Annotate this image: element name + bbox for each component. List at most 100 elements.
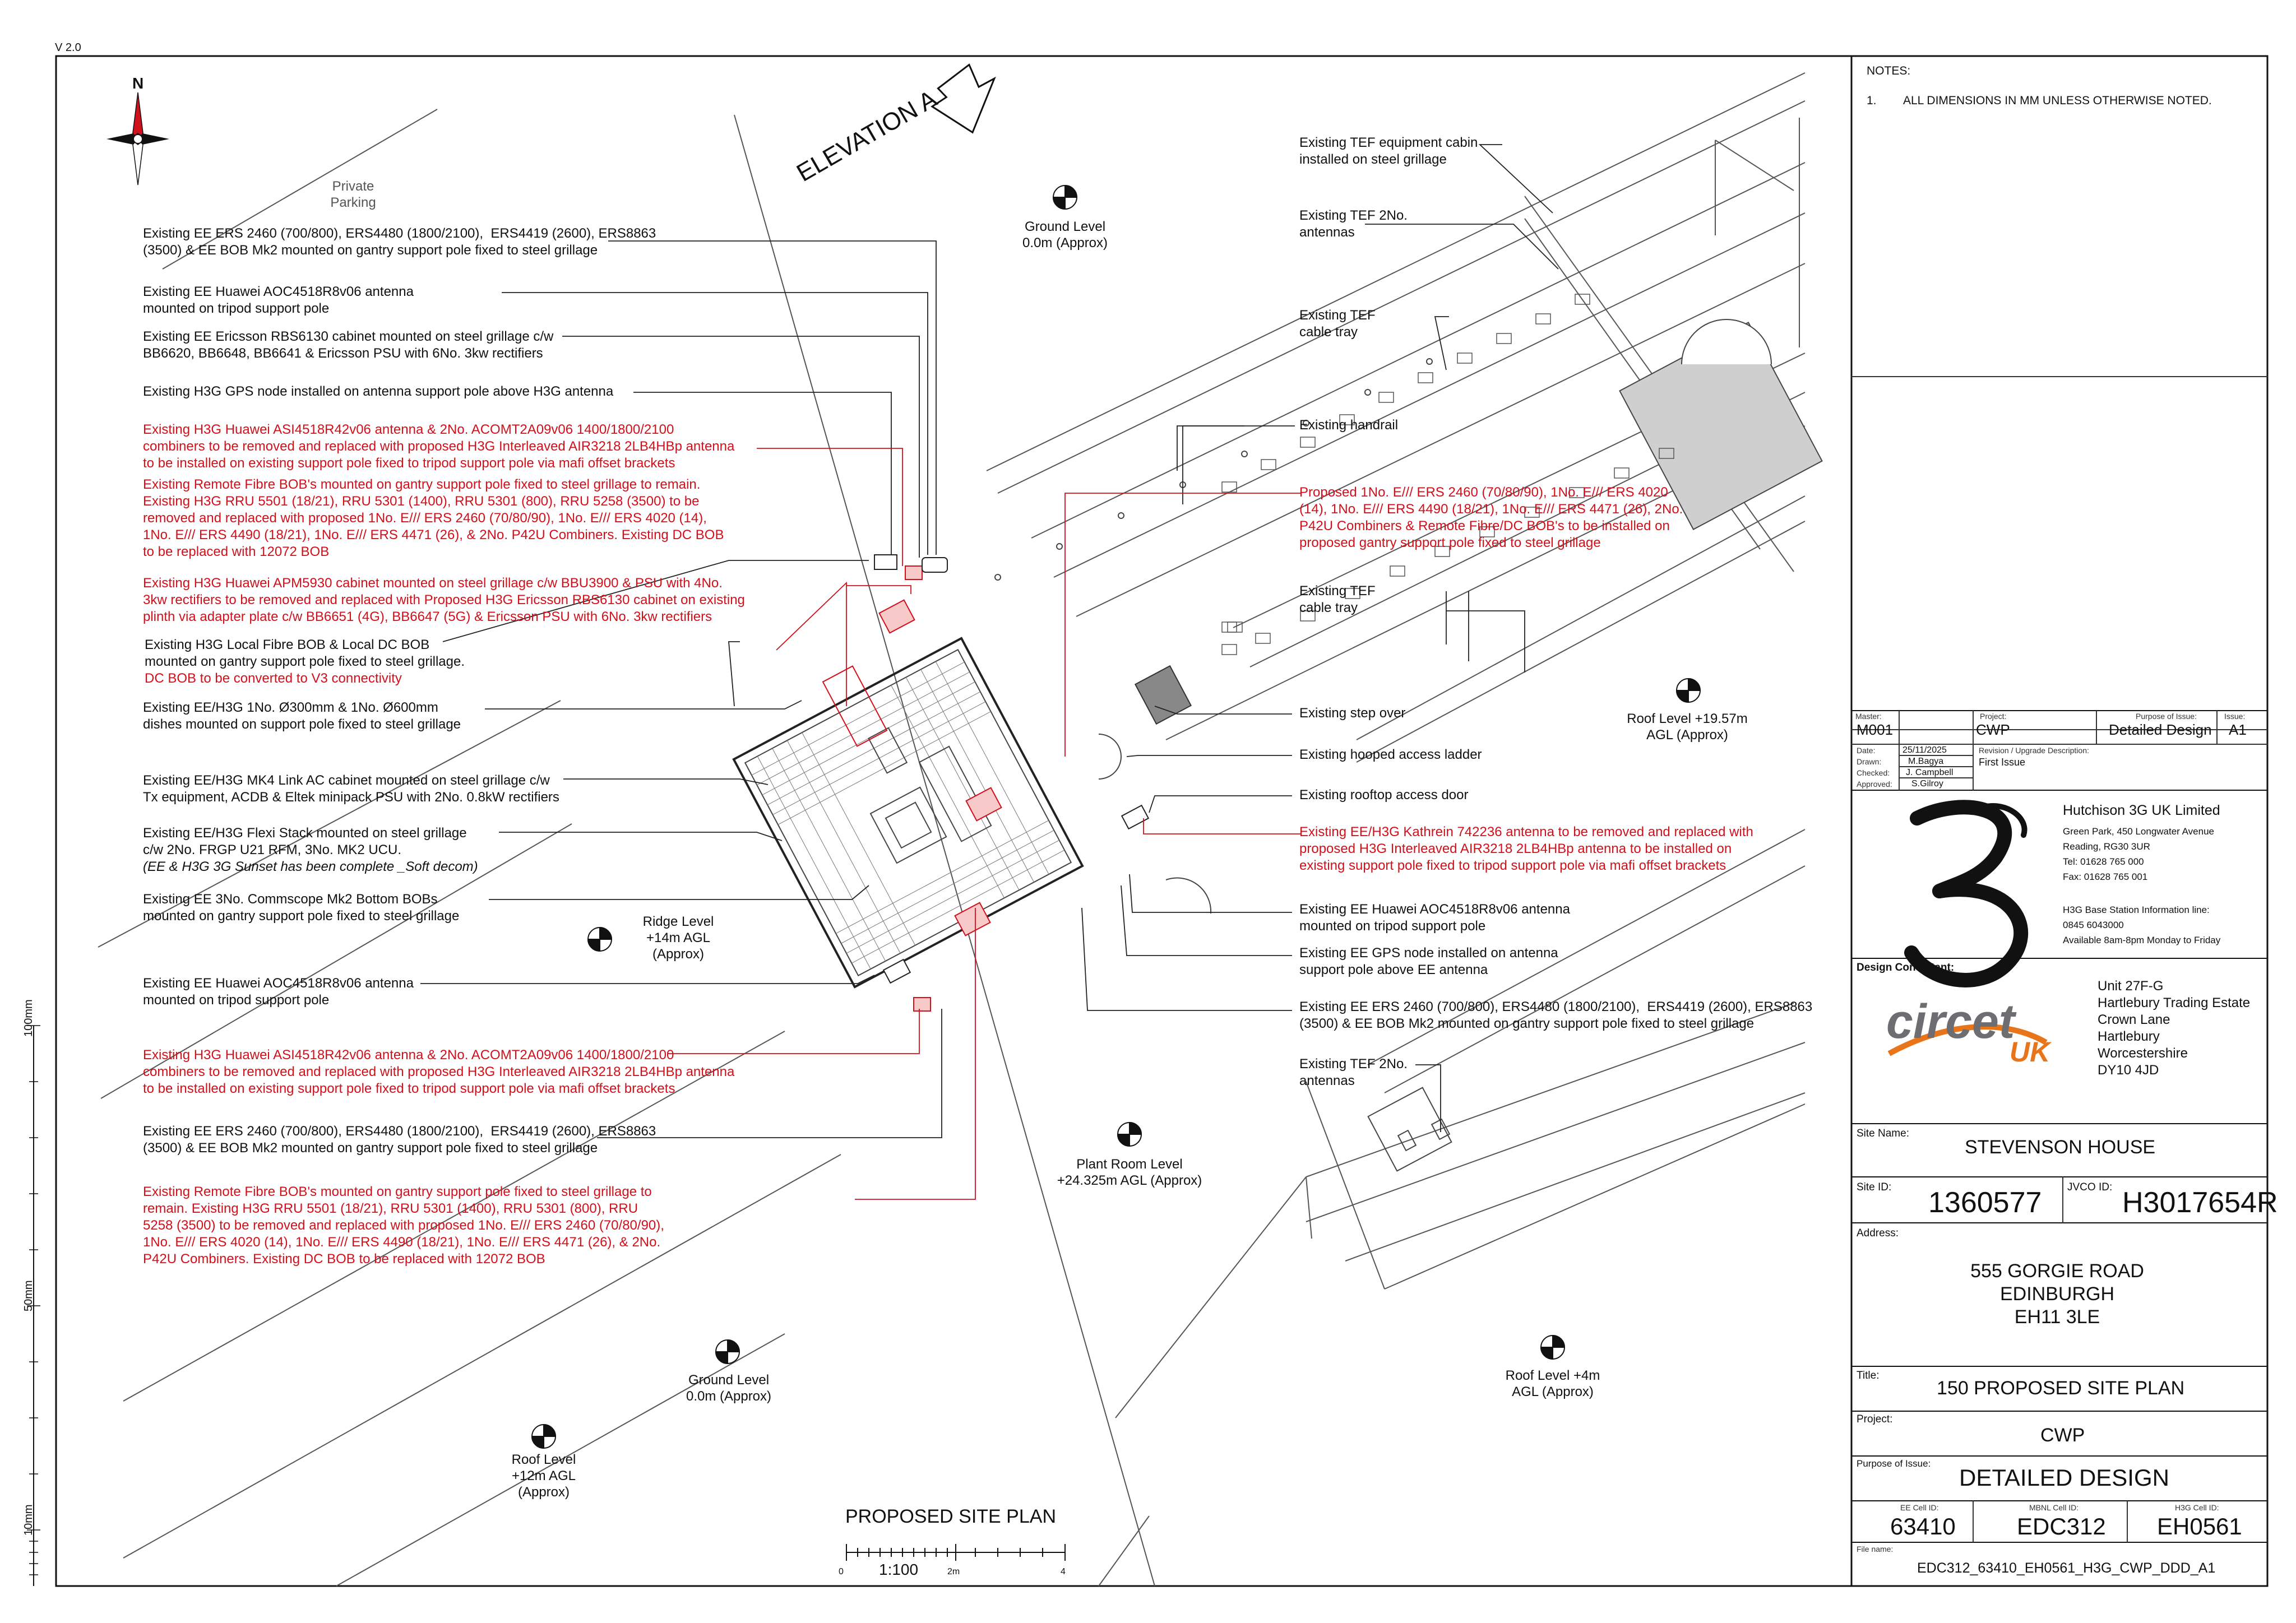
side-scale-100: 100mm — [22, 999, 35, 1037]
tb-date-label: Date: — [1857, 746, 1876, 755]
tb-consultant-label: Design Consultant: — [1857, 962, 1955, 973]
label-3g-sunset: (EE & H3G 3G Sunset has been complete _S… — [143, 859, 478, 874]
three-logo-icon — [1904, 800, 2029, 987]
elevation-arrow-icon — [931, 63, 996, 134]
label-ee-gps: Existing EE GPS node installed on antenn… — [1299, 945, 1558, 977]
tb-file-name: EDC312_63410_EH0561_H3G_CWP_DDD_A1 — [1917, 1560, 2216, 1576]
tb-drawn-label: Drawn: — [1857, 757, 1882, 766]
tb-jvco: H3017654R — [2122, 1186, 2278, 1219]
tb-h3g-label: H3G Cell ID: — [2175, 1503, 2219, 1512]
tb-ee-cell: 63410 — [1890, 1513, 1956, 1539]
north-label: N — [132, 75, 144, 92]
tb-project2-label: Project: — [1857, 1413, 1893, 1425]
label-ee-ers-top: Existing EE ERS 2460 (700/800), ERS4480 … — [143, 226, 656, 258]
label-ee-huawei-bottom: Existing EE Huawei AOC4518R8v06 antenna … — [143, 976, 414, 1008]
level-roof-4: Roof Level +4m AGL (Approx) — [1505, 1368, 1600, 1399]
label-remote-fibre-bob-bottom: Existing Remote Fibre BOB's mounted on g… — [143, 1184, 664, 1267]
label-ee-ericsson-cabinet: Existing EE Ericsson RBS6130 cabinet mou… — [143, 329, 554, 361]
tb-company: Hutchison 3G UK Limited — [2063, 803, 2220, 818]
tb-approved: S.Gilroy — [1911, 779, 1943, 789]
tb-title-label: Title: — [1857, 1370, 1880, 1381]
note-item: ALL DIMENSIONS IN MM UNLESS OTHERWISE NO… — [1903, 94, 2212, 107]
level-ridge: Ridge Level +14m AGL (Approx) — [642, 914, 714, 962]
tb-approved-label: Approved: — [1857, 780, 1892, 789]
tb-purpose2: DETAILED DESIGN — [1959, 1464, 2169, 1491]
plant-room-building — [732, 637, 1084, 989]
label-tef-antennas-top: Existing TEF 2No. antennas — [1299, 208, 1408, 240]
side-scale-10: 10mm — [22, 1504, 35, 1536]
scale-ratio: 1:100 — [879, 1561, 919, 1578]
level-roof-1957: Roof Level +19.57m AGL (Approx) — [1627, 711, 1748, 743]
plan-title: PROPOSED SITE PLAN — [845, 1506, 1056, 1527]
side-scale-50: 50mm — [22, 1280, 35, 1311]
circet-swoosh-icon — [1887, 1024, 2048, 1056]
label-flexi-stack: Existing EE/H3G Flexi Stack mounted on s… — [143, 826, 467, 857]
private-parking-label: Private Parking — [330, 179, 376, 210]
tb-date: 25/11/2025 — [1902, 745, 1947, 755]
level-marker-icons — [531, 184, 1701, 1449]
label-tef-cabin: Existing TEF equipment cabin installed o… — [1299, 135, 1478, 167]
tb-company-address: Green Park, 450 Longwater Avenue Reading… — [2063, 826, 2214, 882]
tb-master-label: Master: — [1855, 712, 1882, 721]
label-hooped-ladder: Existing hooped access ladder — [1299, 747, 1482, 762]
scale-tick-2: 2m — [947, 1567, 960, 1576]
scale-tick-4: 4 — [1061, 1567, 1066, 1576]
tb-project2: CWP — [2040, 1425, 2085, 1446]
label-handrail: Existing handrail — [1299, 418, 1399, 433]
label-proposed-ers: Proposed 1No. E/// ERS 2460 (70/80/90), … — [1299, 485, 1683, 550]
tb-issue-label: Issue: — [2224, 712, 2246, 721]
sheet-border — [55, 55, 2269, 1587]
tb-project-label: Project: — [1980, 712, 2007, 721]
tb-consultant-address: Unit 27F-G Hartlebury Trading Estate Cro… — [2098, 979, 2251, 1078]
label-h3g-apm5930: Existing H3G Huawei APM5930 cabinet moun… — [143, 576, 745, 624]
label-ee-huawei-right: Existing EE Huawei AOC4518R8v06 antenna … — [1299, 902, 1570, 934]
tb-address-label: Address: — [1857, 1227, 1899, 1239]
circet-uk-logo: UK — [2010, 1036, 2050, 1068]
tb-issue: A1 — [2229, 721, 2247, 738]
tb-address: 555 GORGIE ROAD EDINBURGH EH11 3LE — [1970, 1260, 2144, 1328]
tb-checked-label: Checked: — [1857, 768, 1890, 777]
tb-file-label: File name: — [1857, 1545, 1894, 1554]
tb-project: CWP — [1976, 721, 2010, 738]
label-dc-bob-v3: DC BOB to be converted to V3 connectivit… — [145, 671, 402, 686]
tb-purpose2-label: Purpose of Issue: — [1857, 1458, 1931, 1469]
label-tef-cable-tray-mid: Existing TEF cable tray — [1299, 583, 1376, 615]
tb-base-station-line: H3G Base Station Information line: 0845 … — [2063, 905, 2221, 945]
tb-mbnl-label: MBNL Cell ID: — [2029, 1503, 2079, 1512]
label-tef-antennas-bottom: Existing TEF 2No. antennas — [1299, 1056, 1408, 1088]
tb-site-name: STEVENSON HOUSE — [1965, 1137, 2156, 1158]
note-number: 1. — [1867, 94, 1877, 107]
tb-checked: J. Campbell — [1906, 768, 1954, 777]
tb-revision: First Issue — [1979, 757, 2026, 768]
level-ground-top: Ground Level 0.0m (Approx) — [1022, 219, 1108, 251]
label-commscope-bobs: Existing EE 3No. Commscope Mk2 Bottom BO… — [143, 892, 460, 924]
tb-master: M001 — [1857, 721, 1894, 738]
tb-drawing-title: 150 PROPOSED SITE PLAN — [1937, 1378, 2185, 1399]
tb-drawn: M.Bagya — [1908, 757, 1944, 766]
tb-site-name-label: Site Name: — [1857, 1128, 1909, 1139]
label-ee-ers-bottom: Existing EE ERS 2460 (700/800), ERS4480 … — [143, 1124, 656, 1156]
circet-logo: circet — [1886, 995, 2015, 1049]
label-step-over: Existing step over — [1299, 706, 1406, 721]
label-ee-huawei-top: Existing EE Huawei AOC4518R8v06 antenna … — [143, 284, 414, 316]
version-label: V 2.0 — [55, 41, 81, 54]
level-roof-12: Roof Level +12m AGL (Approx) — [511, 1452, 576, 1500]
label-kathrein-antenna: Existing EE/H3G Kathrein 742236 antenna … — [1299, 824, 1753, 873]
tb-purpose-label: Purpose of Issue: — [2136, 712, 2197, 721]
tb-purpose: Detailed Design — [2109, 721, 2212, 738]
notes-heading: NOTES: — [1867, 64, 1911, 77]
label-dishes: Existing EE/H3G 1No. Ø300mm & 1No. Ø600m… — [143, 700, 461, 732]
tb-mbnl-cell: EDC312 — [2017, 1513, 2106, 1539]
label-access-door: Existing rooftop access door — [1299, 787, 1469, 803]
label-h3g-gps: Existing H3G GPS node installed on anten… — [143, 384, 614, 399]
level-plant-room: Plant Room Level +24.325m AGL (Approx) — [1057, 1157, 1202, 1188]
tb-site-id-label: Site ID: — [1857, 1181, 1892, 1193]
label-ee-ers-right: Existing EE ERS 2460 (700/800), ERS4480 … — [1299, 999, 1813, 1031]
tb-revision-label: Revision / Upgrade Description: — [1979, 746, 2089, 755]
tb-jvco-label: JVCO ID: — [2067, 1181, 2113, 1193]
tb-h3g-cell: EH0561 — [2157, 1513, 2242, 1539]
level-ground-bottom: Ground Level 0.0m (Approx) — [686, 1372, 772, 1404]
label-h3g-asi-antenna-top: Existing H3G Huawei ASI4518R42v06 antenn… — [143, 422, 735, 471]
